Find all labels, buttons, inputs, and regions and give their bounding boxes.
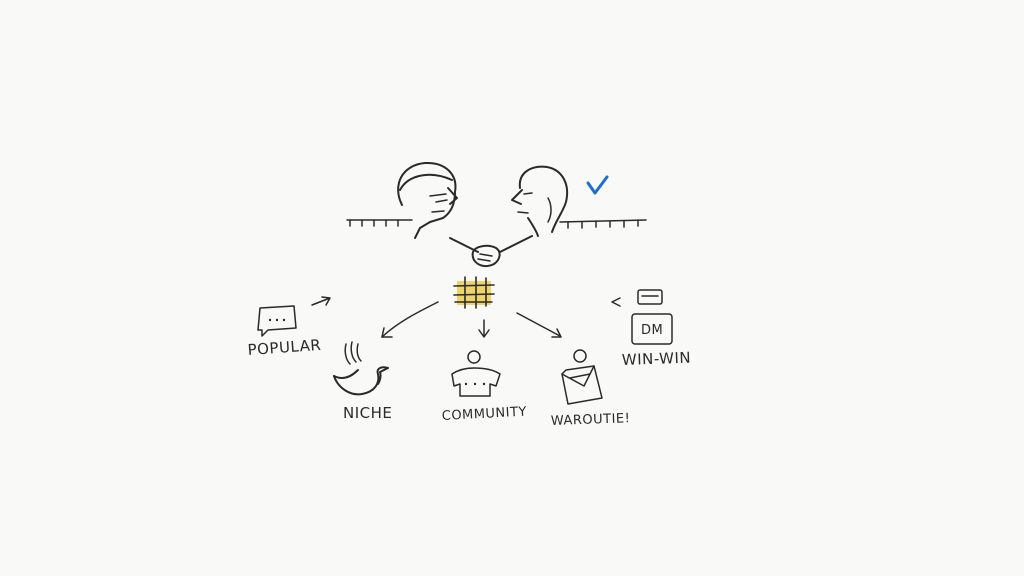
label-community: COMMUNITY [441, 405, 527, 424]
dm-arrow-icon [611, 297, 621, 307]
label-niche: NICHE [343, 404, 392, 422]
label-win-win: WIN-WIN [622, 349, 692, 369]
envelope-icon [561, 349, 603, 405]
arrow-to-waroutie [516, 312, 561, 337]
arrow-popular [311, 296, 331, 306]
hashtag-icon [453, 276, 495, 309]
checkmark-icon [586, 175, 609, 195]
handshake-icon [449, 235, 533, 268]
arrow-to-niche-head [381, 327, 393, 338]
person-left-icon [397, 161, 458, 239]
right-ground-line [559, 219, 647, 229]
label-waroutie: WAROUTIE! [551, 411, 631, 429]
arrow-to-waroutie-head [551, 328, 562, 338]
community-person-icon [451, 350, 501, 397]
label-popular: POPULAR [247, 336, 322, 359]
dm-box-icon [611, 289, 673, 345]
arrow-to-community-head [478, 329, 490, 338]
chat-bubble-icon [257, 305, 297, 337]
arrow-to-niche [381, 301, 439, 338]
left-ground-line [346, 219, 413, 227]
person-right-icon [511, 165, 568, 237]
bird-icon [333, 341, 389, 396]
label-dm: DM [641, 323, 663, 338]
